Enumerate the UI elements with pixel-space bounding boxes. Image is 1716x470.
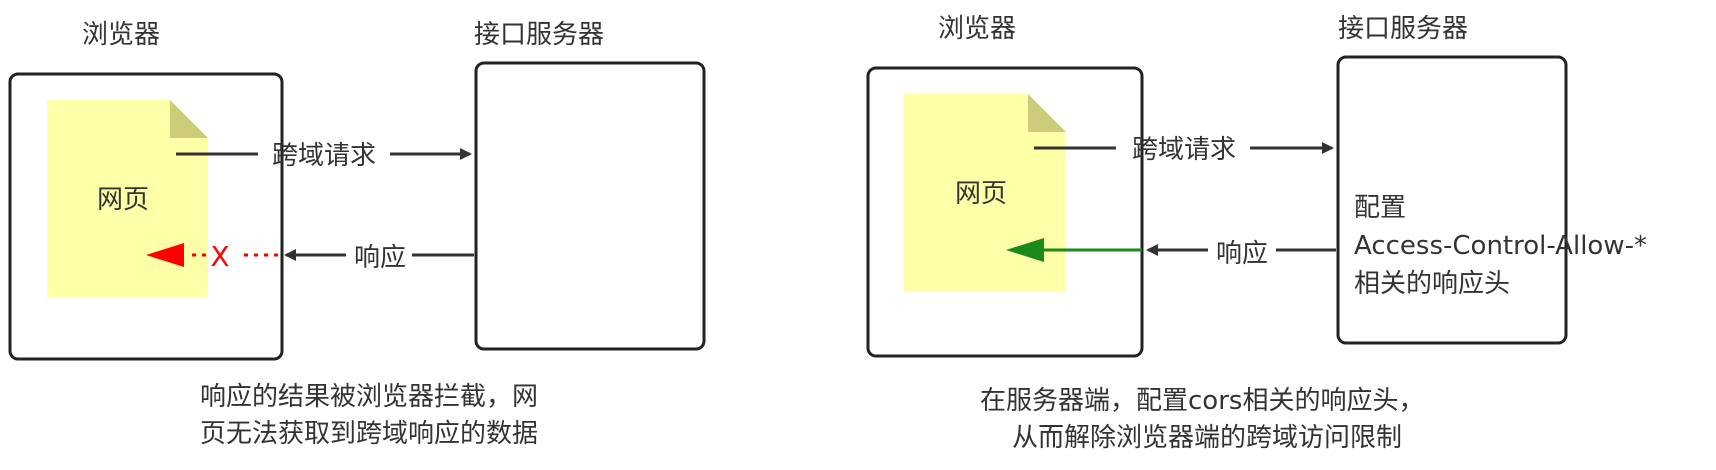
- right-server-title: 接口服务器: [1338, 14, 1468, 44]
- right-response-label: 响应: [1216, 239, 1268, 269]
- right-scenario: 浏览器 接口服务器 网页 跨域请求 响应 配置 Access-Control-A…: [866, 14, 1647, 453]
- right-webpage-label: 网页: [955, 179, 1007, 209]
- right-browser-title: 浏览器: [938, 14, 1016, 44]
- right-webpage-fold: [1028, 94, 1066, 132]
- right-server-note-line3: 相关的响应头: [1354, 269, 1510, 299]
- left-response-label: 响应: [354, 243, 406, 273]
- left-caption-line1: 响应的结果被浏览器拦截，网: [200, 382, 538, 412]
- left-webpage-fold: [170, 100, 208, 138]
- right-allowed-arrowhead: [1006, 238, 1044, 262]
- right-request-label: 跨域请求: [1132, 135, 1236, 165]
- left-scenario: 浏览器 接口服务器 网页 跨域请求 响应 X 响应的结果被浏览器拦截，网 页无法…: [8, 20, 706, 449]
- left-blocked-arrowhead: [146, 243, 184, 267]
- left-browser-title: 浏览器: [82, 20, 160, 50]
- right-server-box: [1336, 55, 1568, 345]
- left-caption-line2: 页无法获取到跨域响应的数据: [200, 419, 538, 449]
- left-server-title: 接口服务器: [474, 20, 604, 50]
- right-caption-line2: 从而解除浏览器端的跨域访问限制: [1012, 423, 1402, 453]
- left-server-box: [474, 61, 706, 351]
- right-webpage-note: [904, 94, 1066, 292]
- left-blocked-x-mark: X: [210, 240, 229, 273]
- right-server-note-line2: Access-Control-Allow-*: [1354, 231, 1647, 261]
- right-server-note-line1: 配置: [1354, 193, 1406, 223]
- right-caption-line1: 在服务器端，配置cors相关的响应头，: [980, 386, 1424, 416]
- left-request-label: 跨域请求: [272, 141, 376, 171]
- left-webpage-label: 网页: [97, 185, 149, 215]
